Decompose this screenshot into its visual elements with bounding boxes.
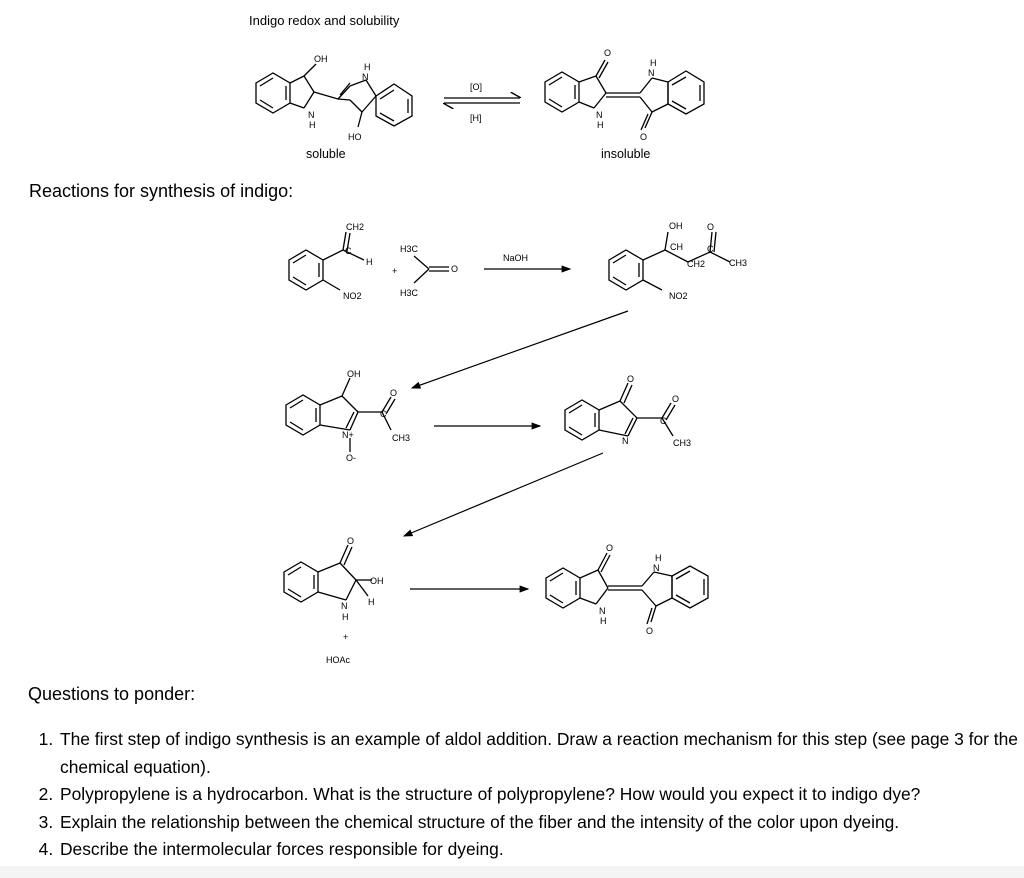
atom-label-n: N xyxy=(341,601,348,611)
atom-label-n: N xyxy=(596,110,603,120)
byproduct-hoac: HOAc xyxy=(326,655,351,665)
question-item: Describe the intermolecular forces respo… xyxy=(58,836,1024,864)
atom-label-h3c: H3C xyxy=(400,288,419,298)
atom-label-h: H xyxy=(597,120,604,130)
atom-label-oh: OH xyxy=(669,221,683,231)
question-item: Polypropylene is a hydrocarbon. What is … xyxy=(58,781,1024,809)
atom-label-ch: CH xyxy=(670,242,683,252)
page-bottom-edge xyxy=(0,866,1024,878)
reductant-label: [H] xyxy=(470,113,482,123)
atom-label-oh: OH xyxy=(347,369,361,379)
atom-label-ch2: CH2 xyxy=(346,222,364,232)
reaction-arrow-4 xyxy=(402,452,604,537)
atom-label-c: C xyxy=(345,246,352,256)
acetone-structure xyxy=(413,255,449,284)
atom-label-oh: OH xyxy=(314,54,328,64)
atom-label-n: N xyxy=(308,110,315,120)
atom-label-no2: NO2 xyxy=(669,291,688,301)
atom-label-n: N xyxy=(599,606,606,616)
atom-label-o: O xyxy=(606,543,613,553)
atom-label-h: H xyxy=(600,616,607,626)
atom-label-c: C xyxy=(660,416,667,426)
atom-label-o: O xyxy=(672,394,679,404)
atom-label-h: H xyxy=(342,612,349,622)
atom-label-ch2: CH2 xyxy=(687,259,705,269)
atom-label-h: H xyxy=(309,120,316,130)
oxidant-label: [O] xyxy=(470,82,482,92)
atom-label-n: N xyxy=(648,68,655,78)
n-oxide-intermediate-structure xyxy=(285,377,396,452)
atom-label-n-plus: N+ xyxy=(342,430,354,440)
indigo-structure-product xyxy=(545,552,709,625)
indigo-structure-top xyxy=(544,59,705,131)
indolone-intermediate-structure xyxy=(564,382,676,441)
caption-soluble: soluble xyxy=(306,147,346,161)
atom-label-o: O xyxy=(390,388,397,398)
atom-label-n: N xyxy=(653,563,660,573)
question-item: The first step of indigo synthesis is an… xyxy=(58,726,1024,781)
reaction-scheme: OH N H H N HO soluble [O] [H] O N H H N xyxy=(255,48,747,665)
atom-label-oh: OH xyxy=(370,576,384,586)
atom-label-no2: NO2 xyxy=(343,291,362,301)
synthesis-heading: Reactions for synthesis of indigo: xyxy=(29,181,294,201)
atom-label-o: O xyxy=(640,132,647,142)
atom-label-n: N xyxy=(362,72,369,82)
atom-label-c: C xyxy=(380,409,387,419)
atom-label-o-minus: O- xyxy=(346,453,356,463)
questions-list: The first step of indigo synthesis is an… xyxy=(38,726,1024,864)
leuco-indigo-structure xyxy=(255,63,413,128)
reagent-naoh: NaOH xyxy=(503,253,528,263)
figure-title: Indigo redox and solubility xyxy=(249,13,400,28)
atom-label-h3c: H3C xyxy=(400,244,419,254)
atom-label-ho: HO xyxy=(348,132,362,142)
atom-label-o: O xyxy=(604,48,611,58)
atom-label-h: H xyxy=(655,553,662,563)
atom-label-o: O xyxy=(707,222,714,232)
aldol-product-structure xyxy=(608,231,731,291)
atom-label-h: H xyxy=(368,597,375,607)
atom-label-ch3: CH3 xyxy=(673,438,691,448)
atom-label-h: H xyxy=(364,62,371,72)
atom-label-h: H xyxy=(366,257,373,267)
atom-label-o: O xyxy=(451,264,458,274)
plus-sign: + xyxy=(343,632,348,642)
atom-label-h: H xyxy=(650,58,657,68)
atom-label-ch3: CH3 xyxy=(729,258,747,268)
questions-heading: Questions to ponder: xyxy=(28,684,196,704)
atom-label-n: N xyxy=(622,436,629,446)
hydroxy-indolone-structure xyxy=(283,544,372,603)
reaction-arrow-2 xyxy=(410,310,629,389)
atom-label-o: O xyxy=(347,536,354,546)
atom-label-c: C xyxy=(707,244,714,254)
atom-label-ch3: CH3 xyxy=(392,433,410,443)
plus-sign: + xyxy=(392,266,397,276)
question-item: Explain the relationship between the che… xyxy=(58,809,1024,837)
atom-label-o: O xyxy=(646,626,653,636)
nitrobenzaldehyde-structure xyxy=(288,231,365,291)
atom-label-o: O xyxy=(627,374,634,384)
caption-insoluble: insoluble xyxy=(601,147,650,161)
